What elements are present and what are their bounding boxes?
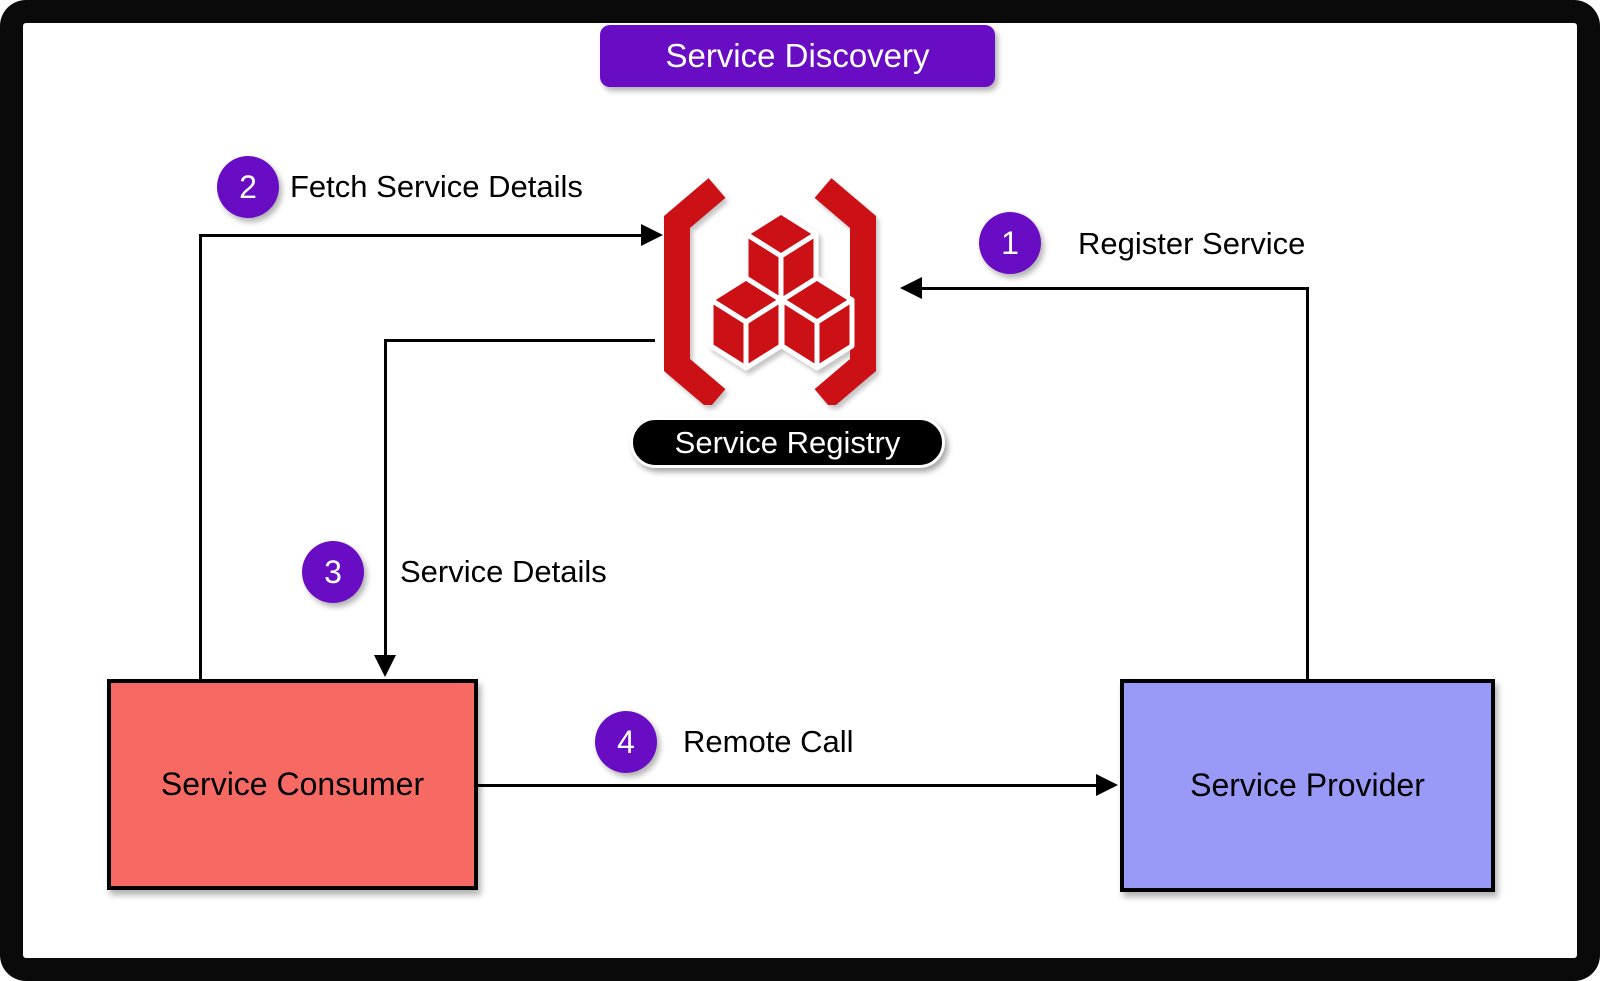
arrowhead-into-consumer-icon <box>374 655 396 677</box>
diagram-canvas: Service Discovery <box>23 23 1577 958</box>
arrowhead-into-provider-icon <box>1096 774 1118 796</box>
step-label-service-details: Service Details <box>400 554 607 589</box>
connector-fetch-vertical <box>199 234 202 679</box>
service-consumer-label: Service Consumer <box>160 766 425 802</box>
step-badge-1: 1 <box>979 212 1041 274</box>
registry-label: Service Registry <box>674 424 901 460</box>
step-badge-3: 3 <box>302 541 364 603</box>
step-label-remote-call: Remote Call <box>683 724 854 759</box>
step-number-1: 1 <box>1001 224 1019 261</box>
service-provider-label: Service Provider <box>1190 767 1425 803</box>
connector-remote-horizontal <box>478 784 1096 787</box>
step-badge-4: 4 <box>595 711 657 773</box>
diagram-title-badge: Service Discovery <box>600 25 995 87</box>
step-number-2: 2 <box>239 168 257 205</box>
step-number-4: 4 <box>617 723 635 760</box>
registry-pill: Service Registry <box>630 417 945 468</box>
node-service-provider: Service Provider <box>1120 679 1495 892</box>
connector-details-vertical <box>384 339 387 655</box>
cube-bottom-right-icon <box>779 275 855 371</box>
step-number-3: 3 <box>324 553 342 590</box>
node-service-consumer: Service Consumer <box>107 679 478 890</box>
service-registry-icon <box>664 178 876 405</box>
connector-fetch-horizontal <box>199 234 641 237</box>
diagram-title: Service Discovery <box>665 37 930 74</box>
step-badge-2: 2 <box>217 156 279 218</box>
arrowhead-into-registry-left-icon <box>641 224 663 246</box>
arrowhead-into-registry-right-icon <box>900 277 922 299</box>
cube-bottom-left-icon <box>708 275 784 371</box>
connector-register-horizontal <box>922 287 1309 290</box>
step-label-register-service: Register Service <box>1078 226 1306 261</box>
connector-details-horizontal <box>384 339 655 342</box>
connector-register-vertical <box>1306 287 1309 679</box>
step-label-fetch-service-details: Fetch Service Details <box>290 169 583 204</box>
